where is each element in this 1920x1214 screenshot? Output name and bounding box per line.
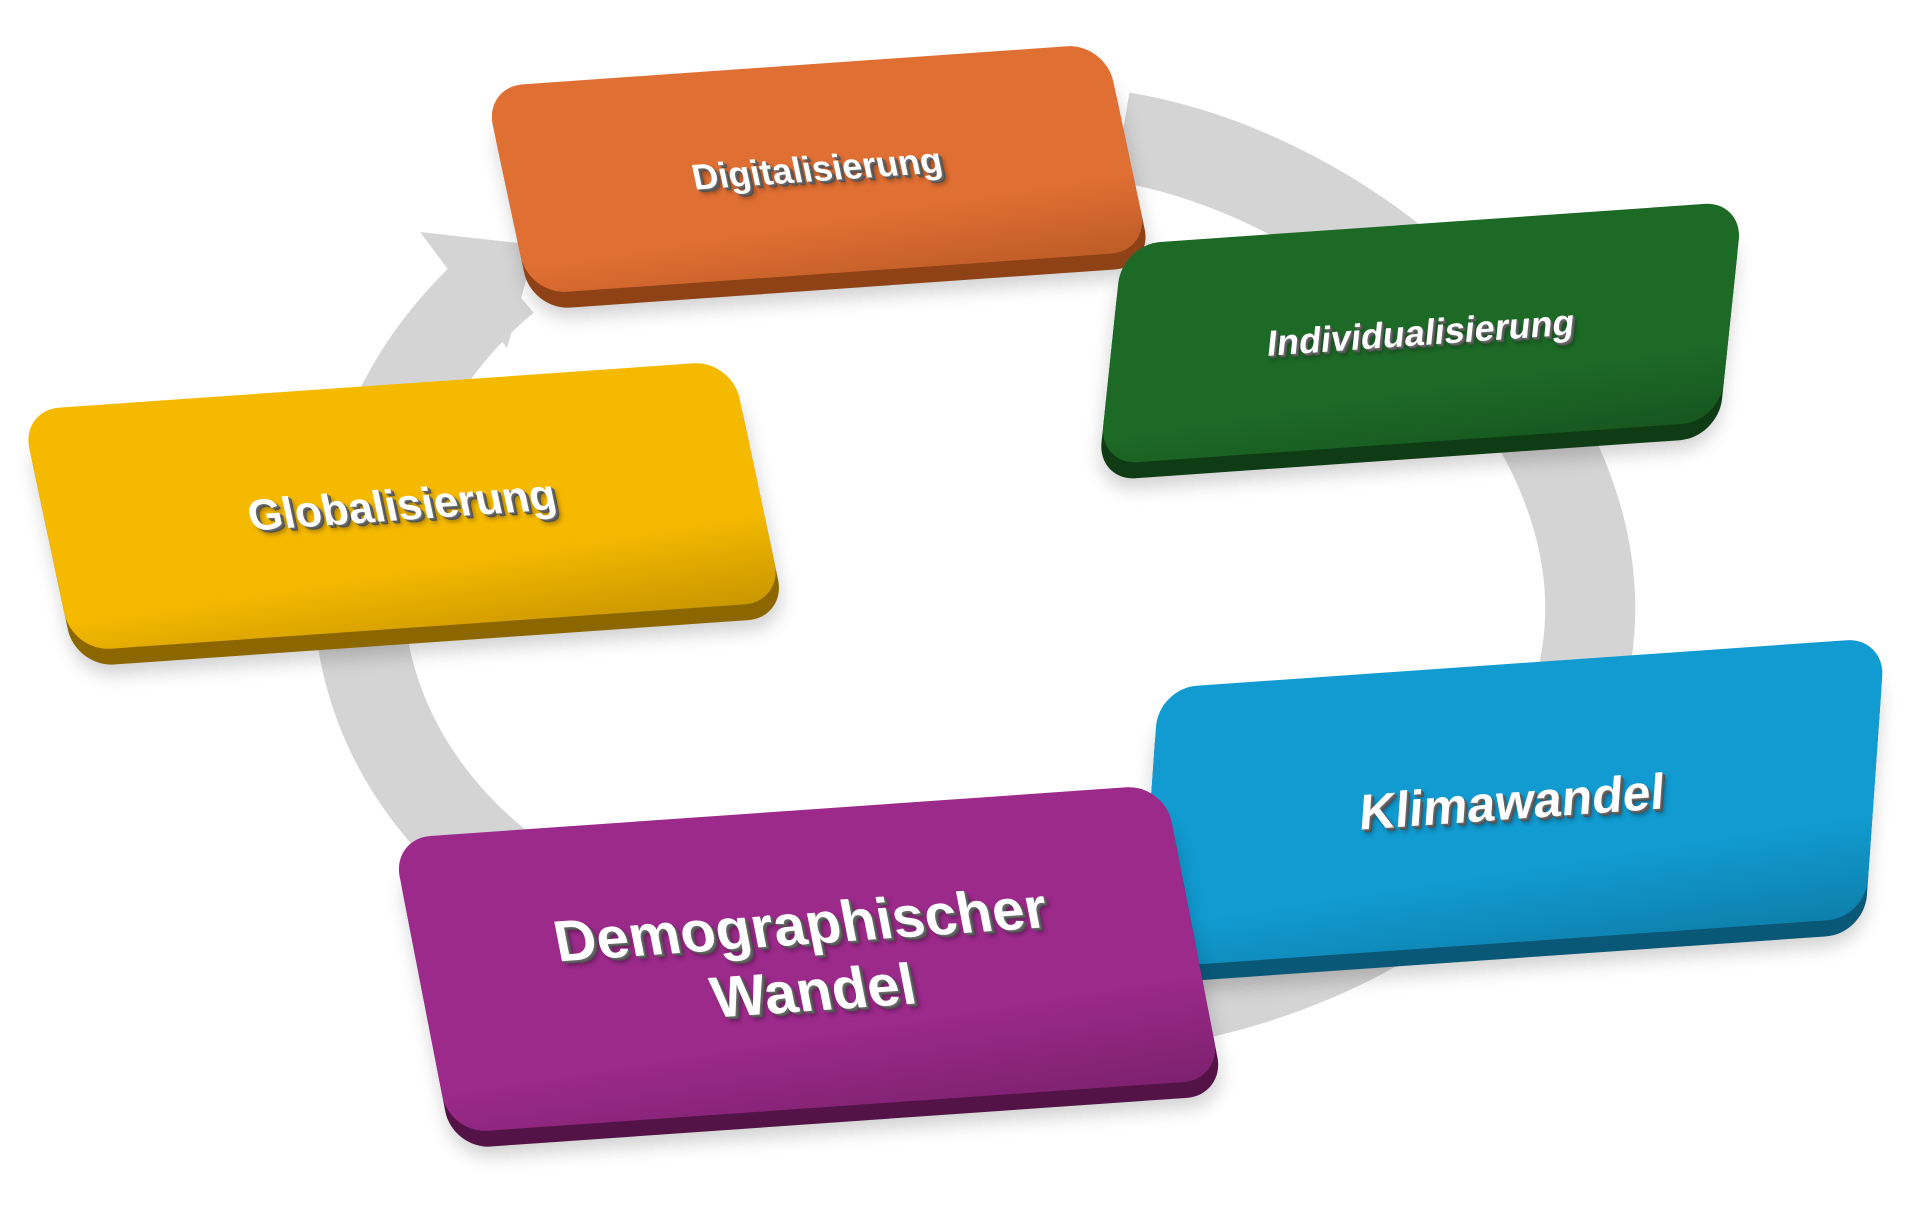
tile-face: Globalisierung xyxy=(21,360,783,652)
tile-klimawandel: Klimawandel xyxy=(1137,637,1885,985)
tile-globalisierung: Globalisierung xyxy=(21,360,787,668)
tile-individualisierung: Individualisierung xyxy=(1097,201,1743,481)
tile-label: Digitalisierung xyxy=(687,139,946,198)
cycle-arrowhead xyxy=(420,232,536,348)
tile-label: Klimawandel xyxy=(1357,763,1667,842)
tile-face: Digitalisierung xyxy=(484,43,1150,295)
tile-digitalisierung: Digitalisierung xyxy=(484,43,1153,311)
tile-face: Individualisierung xyxy=(1099,201,1743,465)
tile-face: Klimawandel xyxy=(1139,637,1885,969)
tile-label: Individualisierung xyxy=(1265,301,1577,365)
tile-label: Demographischer Wandel xyxy=(548,875,1053,1031)
tile-demographischer-wandel: Demographischer Wandel xyxy=(392,784,1225,1150)
tile-label: Globalisierung xyxy=(243,470,561,541)
tile-face: Demographischer Wandel xyxy=(392,784,1222,1134)
